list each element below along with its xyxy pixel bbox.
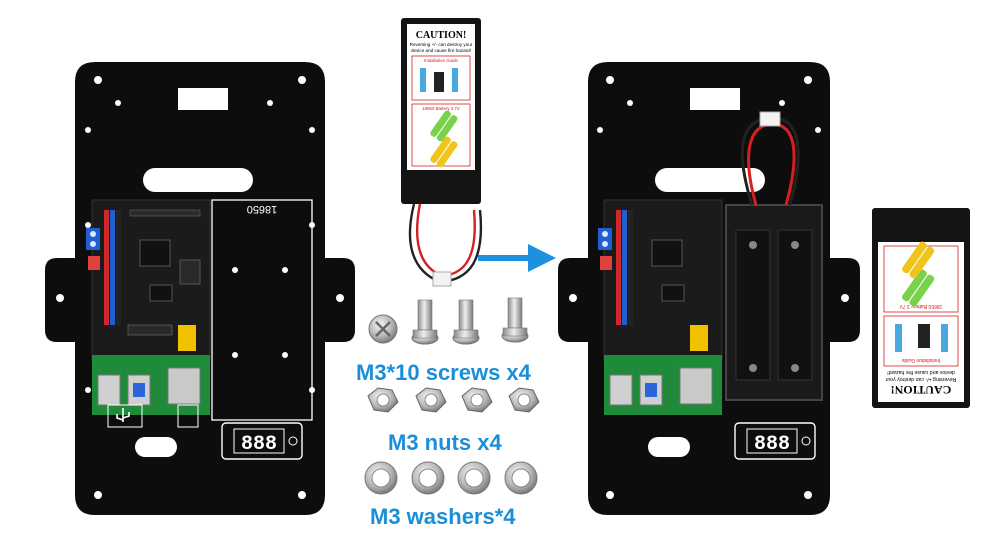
nut xyxy=(508,387,540,413)
washer xyxy=(457,461,491,495)
right-chassis-plate: 888 xyxy=(558,62,860,515)
washer xyxy=(411,461,445,495)
screws-group xyxy=(368,297,529,345)
flipped-battery-label: 18650 Battery 3.7V xyxy=(899,303,942,309)
left-display-readout: 888 xyxy=(241,433,277,456)
screw xyxy=(411,299,439,345)
battery-box-flipped: CAUTION! Reversing +/- can destroy your … xyxy=(872,208,970,408)
flipped-caution-title: CAUTION! xyxy=(891,383,952,397)
washers-label: M3 washers*4 xyxy=(370,504,516,529)
screw xyxy=(452,299,480,345)
flipped-caution-line2: device and cause fire hazard! xyxy=(887,369,955,375)
flipped-caution-line1: Reversing +/- can destroy your xyxy=(885,376,956,382)
arrow-right-icon xyxy=(478,244,556,272)
flipped-install-guide: Installation Guide xyxy=(901,357,940,363)
nut xyxy=(367,387,399,413)
right-display-readout: 888 xyxy=(754,433,790,456)
washer xyxy=(504,461,538,495)
nut xyxy=(415,387,447,413)
screw xyxy=(501,297,529,343)
washers-group xyxy=(364,461,538,495)
nuts-label: M3 nuts x4 xyxy=(388,430,502,455)
caution-text-line2: device and cause fire hazard! xyxy=(411,48,471,53)
nut xyxy=(461,387,493,413)
washer xyxy=(364,461,398,495)
caution-text-line1: Reversing +/- can destroy your xyxy=(410,42,473,47)
usb-icon xyxy=(116,408,130,422)
battery-box-module: CAUTION! Reversing +/- can destroy your … xyxy=(401,18,483,287)
nuts-group xyxy=(367,387,540,413)
holder-18650-label: 18650 xyxy=(247,203,278,215)
install-guide-label: Installation Guide xyxy=(424,58,458,63)
caution-title: CAUTION! xyxy=(416,30,467,41)
screws-label: M3*10 screws x4 xyxy=(356,360,531,385)
battery-type-label: 18650 Battery 3.7V xyxy=(422,106,460,111)
left-chassis-plate: 18650 888 xyxy=(45,62,355,515)
